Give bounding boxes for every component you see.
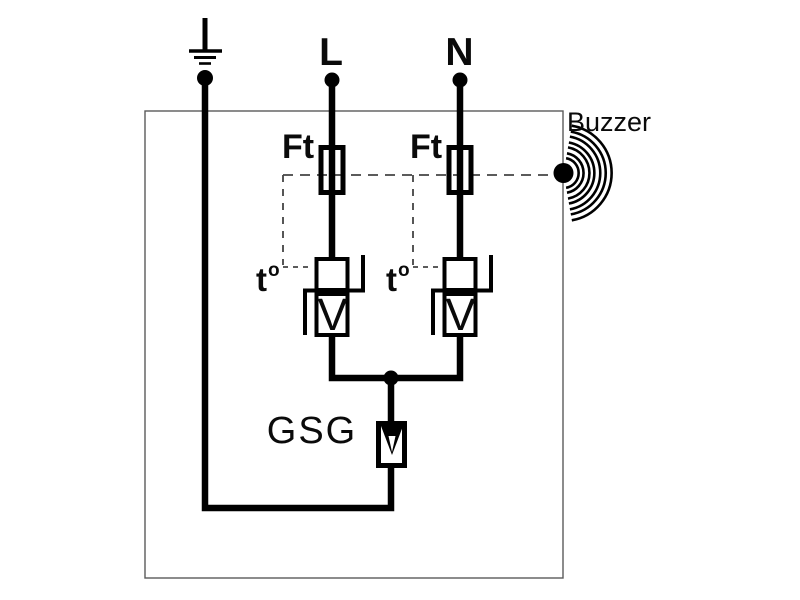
buzzer-arc-4 — [568, 141, 596, 205]
varistor-right-symbol — [431, 255, 493, 337]
varistor-left-symbol — [303, 255, 365, 337]
thermal-signal-links — [282, 174, 553, 268]
gsg-label: GSG — [267, 410, 357, 452]
gsg-symbol — [376, 421, 407, 468]
thermal-left-label: t — [256, 261, 267, 298]
buzzer-arc-3 — [567, 146, 591, 200]
buzzer-arc-7 — [571, 124, 613, 222]
thermal-left-label-sup: o — [268, 260, 280, 281]
enclosure-outline — [144, 110, 564, 579]
varistor-right-label: V — [445, 289, 475, 340]
line-terminal-dot — [324, 72, 340, 88]
buzzer-dot — [553, 163, 574, 183]
thermal-element-left-box — [314, 257, 350, 292]
fuse-left-label: Ft — [282, 128, 314, 166]
buzzer-arc-6 — [570, 130, 608, 216]
disconnect-left-lower-contact — [303, 288, 315, 335]
buzzer-icon — [565, 124, 613, 222]
line-terminal-label: L — [319, 31, 343, 74]
varistor-bus-wire — [328, 337, 464, 382]
varistor-left-box — [314, 292, 350, 337]
ground-wire — [201, 78, 395, 512]
connection-nodes — [197, 70, 574, 386]
buzzer-arc-1 — [565, 156, 580, 190]
gsg-triangle-notch — [388, 436, 396, 452]
buzzer-label: Buzzer — [567, 107, 651, 137]
fuse-right-label: Ft — [410, 128, 442, 166]
fuse-right-symbol — [446, 145, 474, 195]
fuse-left-symbol — [318, 145, 346, 195]
buzzer-arc-2 — [566, 152, 585, 194]
thermal-right-label-sup: o — [398, 260, 410, 281]
disconnect-right-upper-contact — [477, 255, 493, 293]
buzzer-arc-5 — [569, 135, 602, 211]
thermal-element-right-box — [442, 257, 478, 292]
earth-ground-icon — [189, 18, 222, 65]
disconnect-right-lower-contact — [431, 288, 443, 335]
varistor-right-box — [442, 292, 478, 337]
thermal-fuses — [318, 145, 474, 195]
varistor-left-label: V — [317, 289, 347, 340]
disconnect-left-upper-contact — [349, 255, 365, 293]
ground-terminal-dot — [197, 70, 213, 86]
neutral-terminal-label: N — [445, 31, 473, 74]
neutral-terminal-dot — [452, 72, 468, 88]
bus-junction-dot — [383, 370, 399, 386]
thermal-right-label: t — [386, 261, 397, 298]
